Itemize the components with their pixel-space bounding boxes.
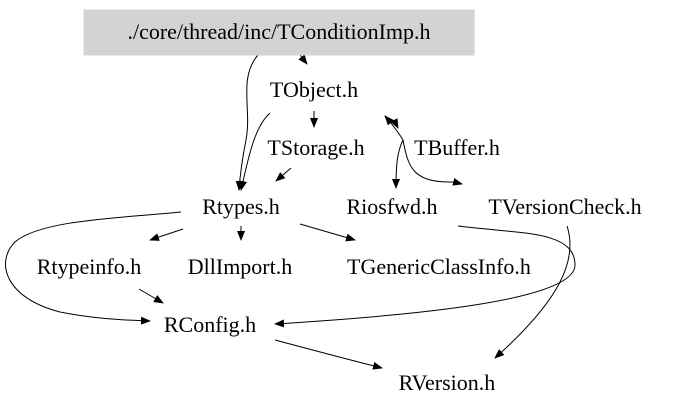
dllimport-label: DllImport.h: [188, 254, 293, 279]
rconfig-label: RConfig.h: [164, 312, 256, 337]
node-rtypes[interactable]: Rtypes.h: [202, 194, 280, 219]
edge-rtypes-to-rtypeinfo: [149, 228, 184, 241]
edge-root-to-tobject: [298, 54, 308, 65]
rversion-label: RVersion.h: [399, 370, 496, 395]
tgenericclassinfo-label: TGenericClassInfo.h: [347, 254, 531, 279]
node-tstorage[interactable]: TStorage.h: [267, 135, 364, 160]
tbuffer-label: TBuffer.h: [414, 135, 500, 160]
edge-root-to-rtypes: [235, 54, 259, 191]
edge-tbuffer-to-tversioncheck: [402, 139, 463, 186]
tversioncheck-label: TVersionCheck.h: [488, 194, 641, 219]
edge-rconfig-to-rversion: [274, 339, 383, 370]
riosfwd-label: Riosfwd.h: [346, 194, 437, 219]
edges: [5, 54, 576, 370]
node-tversioncheck[interactable]: TVersionCheck.h: [488, 194, 641, 219]
node-tgenericclassinfo[interactable]: TGenericClassInfo.h: [347, 254, 531, 279]
edge-riosfwd-to-rconfig: [274, 225, 576, 328]
edge-tversioncheck-to-rversion: [494, 225, 571, 359]
node-tbuffer[interactable]: TBuffer.h: [414, 135, 500, 160]
edge-tobject-to-rtypes: [239, 112, 271, 191]
rtypes-label: Rtypes.h: [202, 194, 280, 219]
root-highlight-box: [83, 9, 475, 56]
node-rconfig[interactable]: RConfig.h: [164, 312, 256, 337]
edge-tbuffer-to-riosfwd: [392, 139, 404, 189]
edge-tstorage-to-rtypes: [275, 167, 292, 182]
edge-rtypes-to-tgenericclassinfo: [299, 223, 356, 242]
rtypeinfo-label: Rtypeinfo.h: [37, 254, 142, 279]
node-rtypeinfo[interactable]: Rtypeinfo.h: [37, 254, 142, 279]
node-root[interactable]: ./core/thread/inc/TConditionImp.h: [83, 9, 475, 56]
node-dllimport[interactable]: DllImport.h: [188, 254, 293, 279]
root-label: ./core/thread/inc/TConditionImp.h: [127, 19, 430, 44]
edge-tobject-to-tbuffer: [384, 115, 399, 129]
edge-tbuffer-to-tobject: [384, 115, 404, 141]
node-riosfwd[interactable]: Riosfwd.h: [346, 194, 437, 219]
node-rversion[interactable]: RVersion.h: [399, 370, 496, 395]
edge-rtypeinfo-to-rconfig: [138, 288, 164, 304]
edge-rtypes-to-rconfig: [5, 211, 182, 325]
node-tobject[interactable]: TObject.h: [270, 77, 358, 102]
tstorage-label: TStorage.h: [267, 135, 364, 160]
tobject-label: TObject.h: [270, 77, 358, 102]
